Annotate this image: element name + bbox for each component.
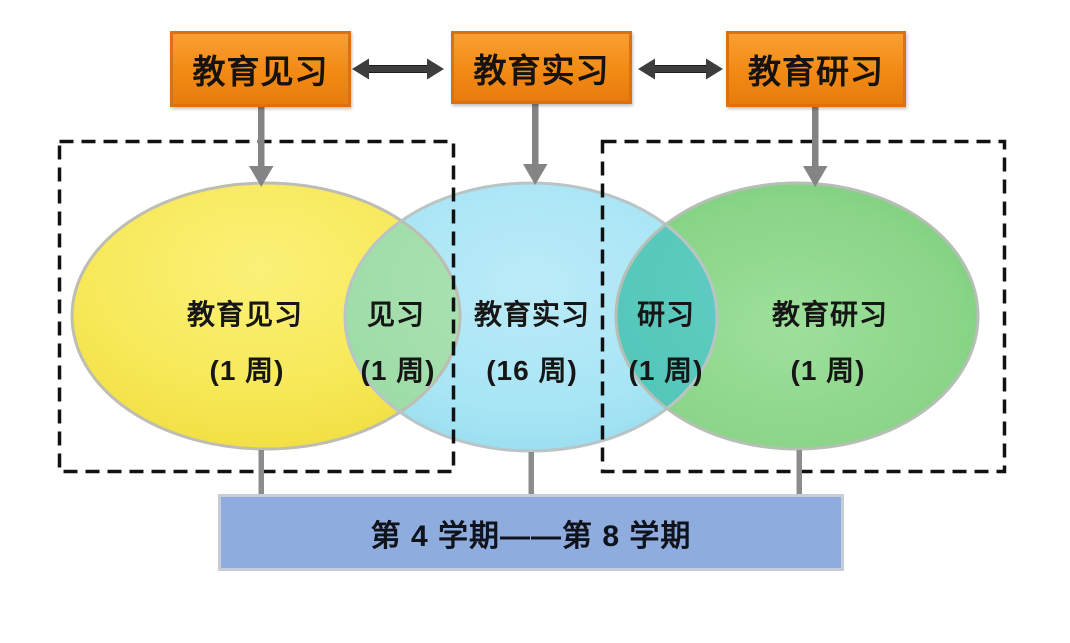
ellipse-cyan-shixi [345, 183, 717, 451]
venn-overlap-right-duration: (1 周) [628, 355, 704, 386]
process-box-label: 教育实习 [473, 51, 610, 89]
double-arrow-left [352, 58, 444, 80]
venn-overlap-left-title: 见习 [366, 299, 426, 330]
ellipse-yellow-outline [70, 181, 462, 451]
ellipse-cyan-outline [343, 181, 719, 453]
double-arrow-right [638, 58, 723, 80]
process-box-jiaoyu-jianxi: 教育见习 [170, 31, 351, 107]
venn-left-title: 教育见习 [186, 299, 304, 330]
ellipse-yellow-jianxi [72, 183, 460, 449]
connector-line-left [258, 450, 264, 494]
venn-center-title: 教育实习 [473, 299, 591, 330]
process-box-jiaoyu-shixi: 教育实习 [451, 31, 632, 104]
venn-left-duration: (1 周) [209, 355, 285, 386]
connector-line-right [796, 450, 802, 494]
ellipse-green-outline [614, 181, 980, 451]
process-box-label: 教育研习 [748, 53, 884, 90]
venn-overlap-left-duration: (1 周) [360, 355, 436, 386]
down-arrow-center [523, 104, 548, 185]
process-box-label: 教育见习 [192, 53, 329, 90]
dashed-frame-right [600, 139, 1007, 474]
semester-range-label: 第 4 学期——第 8 学期 [370, 519, 692, 553]
venn-center-duration: (16 周) [486, 355, 578, 386]
venn-overlap-right-title: 研习 [636, 299, 696, 330]
semester-range-bar: 第 4 学期——第 8 学期 [218, 494, 844, 571]
venn-right-duration: (1 周) [790, 355, 866, 386]
process-box-jiaoyu-yanxi: 教育研习 [726, 31, 906, 107]
down-arrow-right [803, 107, 828, 187]
venn-right-title: 教育研习 [771, 299, 889, 330]
down-arrow-left [249, 107, 274, 187]
dashed-frame-left [57, 139, 456, 474]
connector-line-center [528, 452, 534, 494]
ellipse-green-yanxi [616, 183, 978, 449]
